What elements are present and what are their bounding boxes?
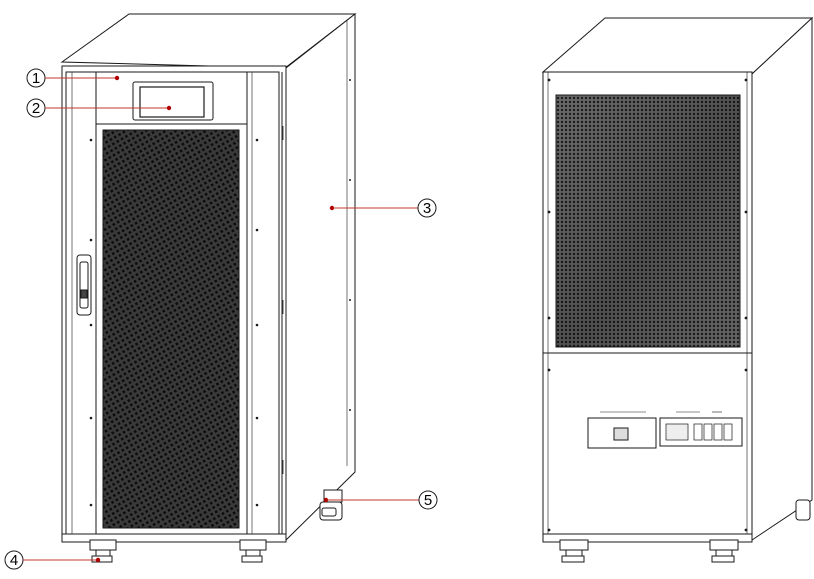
pillar-screws [89, 79, 351, 507]
callout-4-label: 4 [10, 552, 18, 569]
front-view-cabinet [60, 12, 357, 563]
callout-1: 1 [26, 68, 120, 88]
callout-5-label: 5 [424, 492, 432, 509]
callout-1-label: 1 [32, 70, 40, 87]
rear-cabinet-side-panel [751, 16, 813, 541]
touch-display-screen [139, 86, 205, 118]
callout-2-dot [166, 105, 172, 111]
front-ventilation-grill [102, 129, 240, 529]
callout-1-dot [114, 75, 120, 81]
callout-5-dot [323, 497, 329, 503]
maintenance-bypass-switch[interactable] [613, 427, 629, 441]
rear-screws [547, 78, 748, 532]
callout-5-circle [418, 490, 438, 510]
callout-3-label: 3 [423, 200, 431, 217]
maintenance-bypass-plate [587, 417, 657, 449]
breaker-switches[interactable] [665, 423, 733, 441]
callout-2: 2 [26, 98, 172, 118]
callout-4: 4 [4, 550, 101, 570]
front-plinth [61, 533, 287, 543]
rear-casters [559, 499, 811, 563]
callout-5: 5 [323, 490, 438, 510]
callout-3: 3 [329, 198, 437, 218]
front-cabinet-side-panel [285, 12, 356, 542]
front-casters [89, 489, 343, 563]
rear-view-cabinet [541, 16, 814, 563]
callout-3-circle [417, 198, 437, 218]
rear-plinth [542, 533, 753, 543]
callout-4-dot [95, 557, 101, 563]
callout-3-dot [329, 205, 335, 211]
callout-2-label: 2 [32, 100, 40, 117]
